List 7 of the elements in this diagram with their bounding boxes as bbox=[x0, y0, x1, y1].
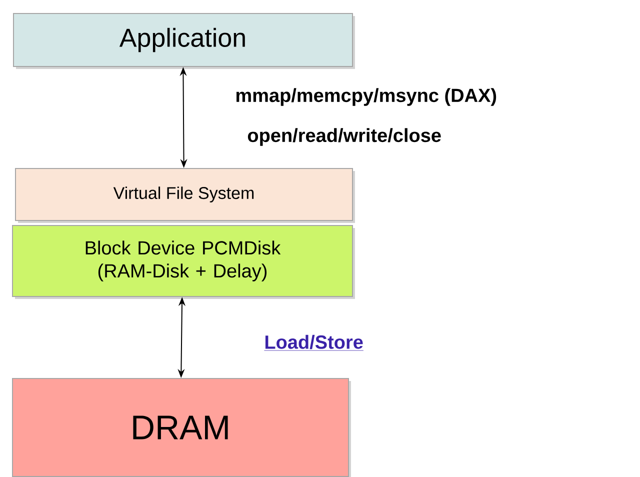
interface-label: open/read/write/close bbox=[248, 128, 441, 146]
layer-box: DRAM bbox=[12, 378, 351, 477]
layer-box: Application bbox=[13, 13, 355, 69]
interface-label: mmap/memcpy/msync (DAX) bbox=[236, 88, 496, 106]
layer-box: Virtual File System bbox=[15, 168, 355, 223]
layer-box: Block Device PCMDisk (RAM-Disk + Delay) bbox=[12, 225, 355, 299]
link-label: Load/Store bbox=[264, 334, 364, 351]
